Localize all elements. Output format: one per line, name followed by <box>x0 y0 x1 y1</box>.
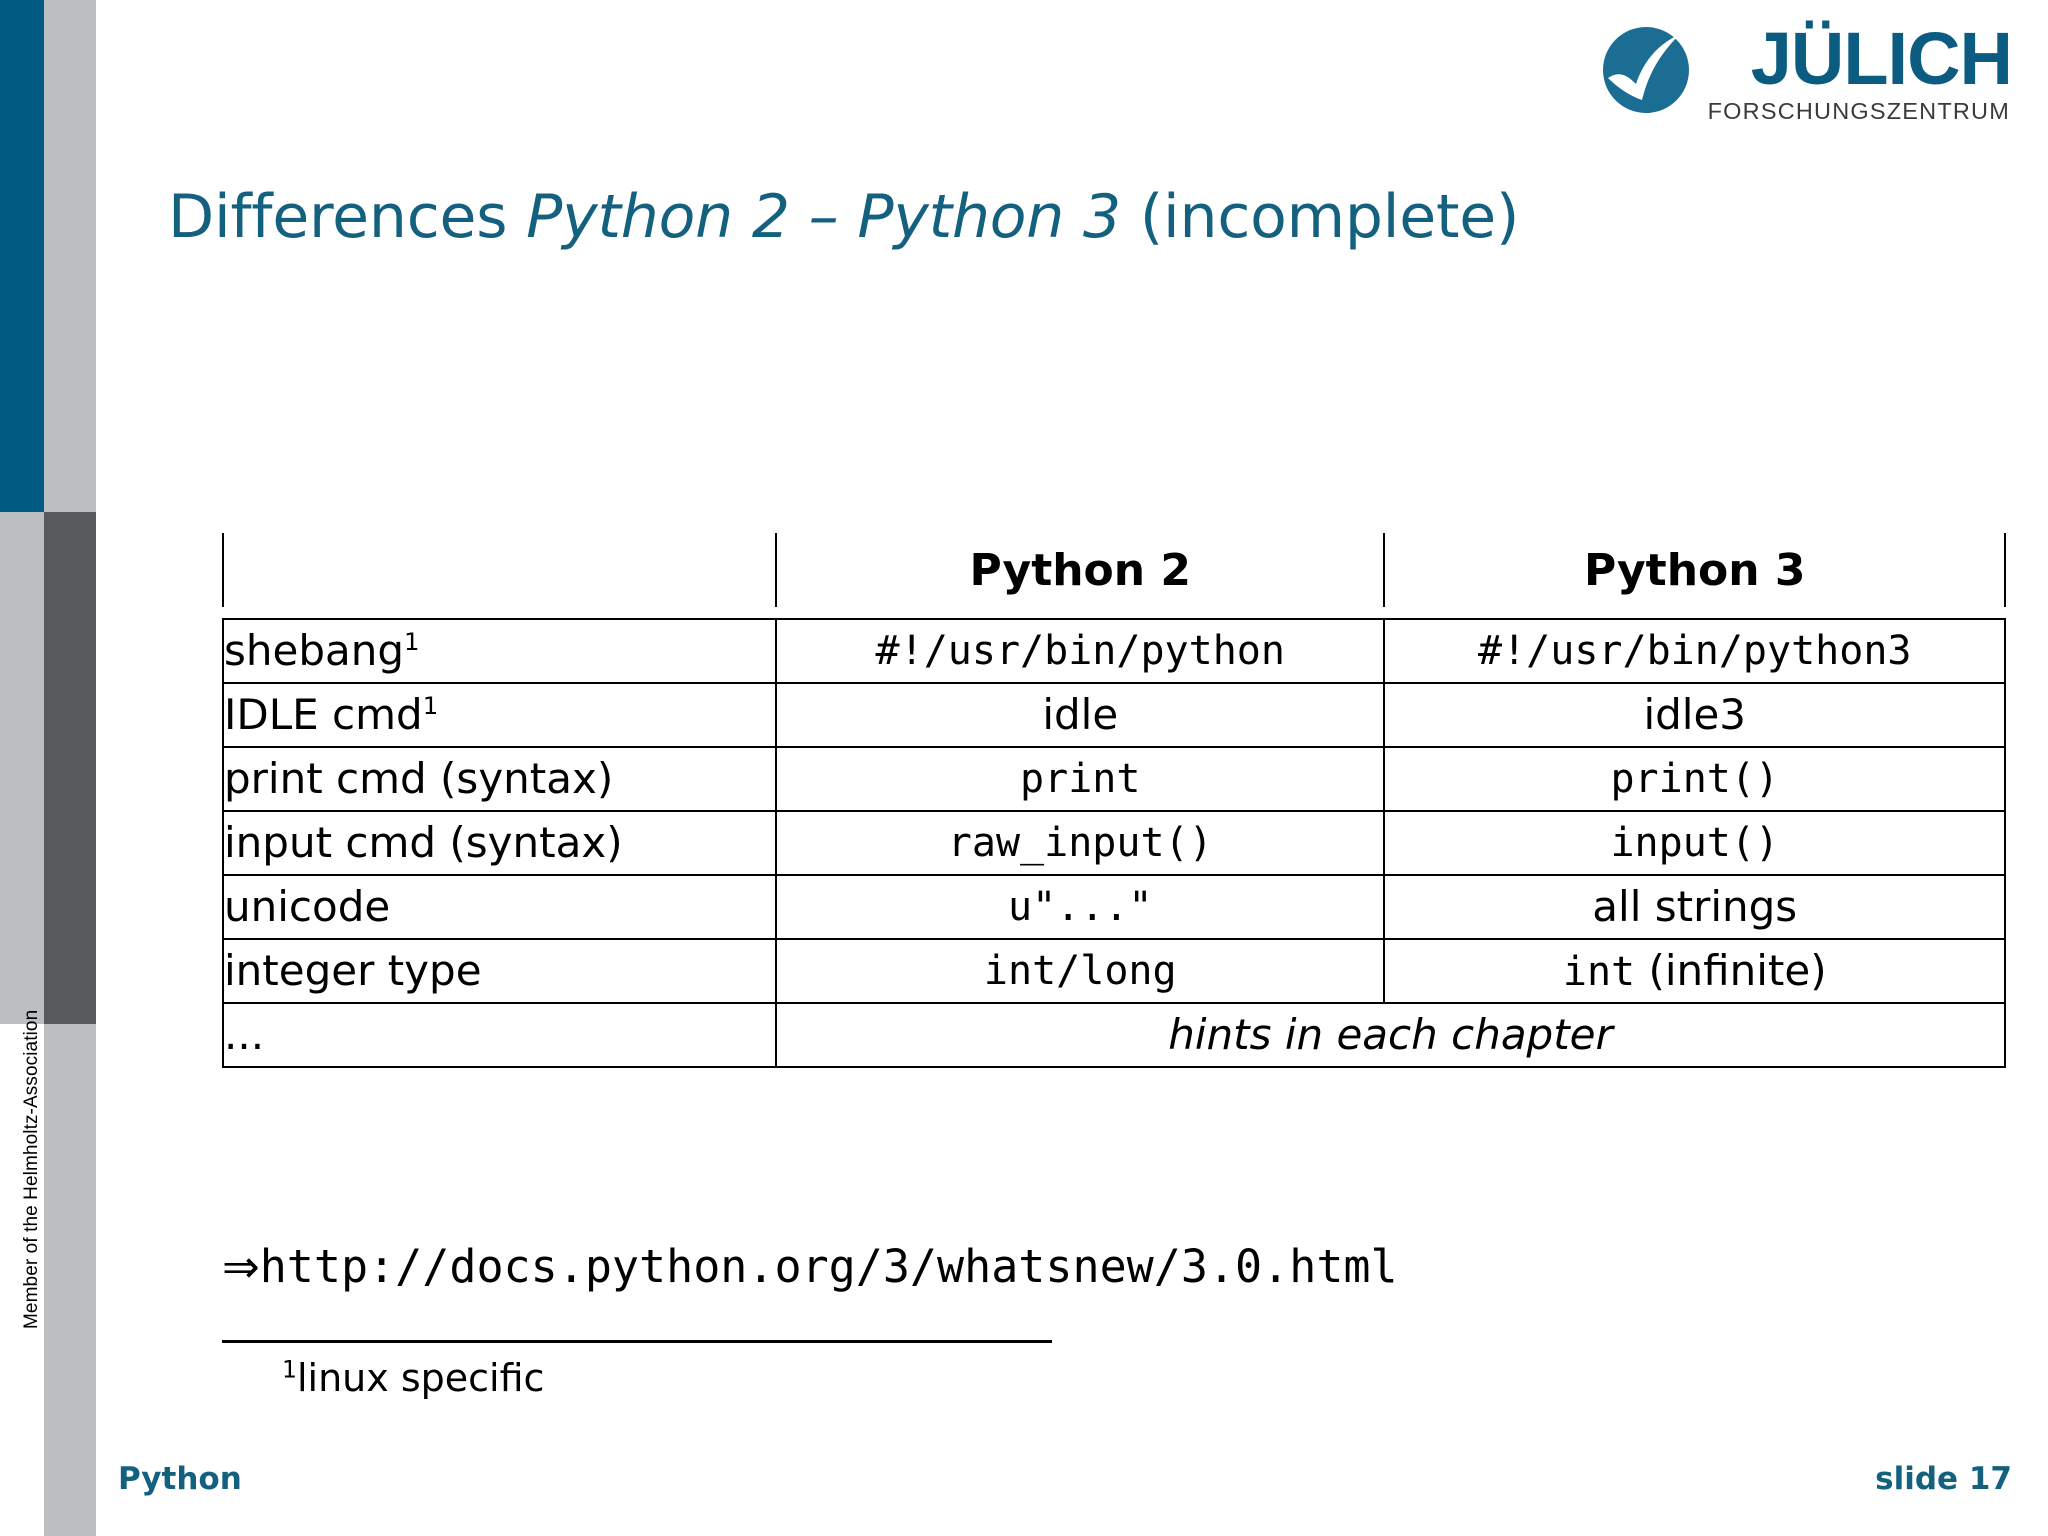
sidebar-darkgray-strip <box>44 512 96 1024</box>
forschungszentrum-subtitle: FORSCHUNGSZENTRUM <box>1707 98 2010 125</box>
row-py2-print-cmd: print <box>775 746 1386 812</box>
table-row: IDLE cmd1 idle idle3 <box>221 682 2006 748</box>
slide-title: Differences Python 2 – Python 3 (incompl… <box>168 182 1519 252</box>
header-cell-python3: Python 3 <box>1383 533 2006 607</box>
table-header-row: Python 2 Python 3 <box>221 533 2006 607</box>
title-prefix: Differences <box>168 182 527 252</box>
row-py2-unicode: u"..." <box>775 874 1386 940</box>
table-row: print cmd (syntax) print print() <box>221 746 2006 812</box>
sidebar-gray-strip-bottom <box>44 1024 96 1536</box>
julich-wordmark: JÜLICH <box>1750 17 2013 100</box>
footer-slide-number: slide 17 <box>1875 1461 2012 1497</box>
table-row-ellipsis: ... hints in each chapter <box>221 1002 2006 1068</box>
gap-cell-2 <box>776 607 1384 619</box>
label-text: IDLE cmd <box>224 689 423 739</box>
decorative-sidebar: Member of the Helmholtz-Association <box>0 0 96 1536</box>
reference-url-line: ⇒http://docs.python.org/3/whatsnew/3.0.h… <box>222 1240 1398 1293</box>
table-row: integer type int/long int (infinite) <box>221 938 2006 1004</box>
sidebar-gray-strip-top <box>44 0 96 512</box>
footnote-marker: 1 <box>422 690 439 720</box>
label-text: shebang <box>224 625 405 675</box>
row-py2-input-cmd: raw_input() <box>775 810 1386 876</box>
row-py3-idle-cmd: idle3 <box>1383 682 2006 748</box>
table-header-gap <box>223 607 2005 619</box>
header-cell-blank <box>221 533 778 607</box>
integer-type-mono-part: int <box>1562 948 1636 995</box>
julich-swoosh-icon <box>1602 26 1690 118</box>
row-label-input-cmd: input cmd (syntax) <box>221 810 778 876</box>
row-py3-input-cmd: input() <box>1383 810 2006 876</box>
footnote-marker: 1 <box>404 626 420 656</box>
julich-logo: JÜLICH FORSCHUNGSZENTRUM <box>1602 17 2013 125</box>
row-label-unicode: unicode <box>221 874 778 940</box>
table-row: input cmd (syntax) raw_input() input() <box>221 810 2006 876</box>
footnote-body: linux specific <box>296 1356 545 1400</box>
row-hints-in-each-chapter: hints in each chapter <box>775 1002 2006 1068</box>
row-label-shebang: shebang1 <box>221 618 778 684</box>
row-py3-integer-type: int (infinite) <box>1383 938 2006 1004</box>
footnote: 1linux specific <box>282 1356 544 1400</box>
footnote-divider <box>222 1340 1052 1343</box>
row-py3-print-cmd: print() <box>1383 746 2006 812</box>
sidebar-gray-block-mid <box>0 512 44 1024</box>
table-row: unicode u"..." all strings <box>221 874 2006 940</box>
julich-wordmark-group: JÜLICH FORSCHUNGSZENTRUM <box>1707 17 2013 125</box>
integer-type-serif-part: (infinite) <box>1635 945 1827 995</box>
row-label-ellipsis: ... <box>221 1002 778 1068</box>
title-suffix: (incomplete) <box>1120 182 1520 252</box>
row-py3-shebang: #!/usr/bin/python3 <box>1383 618 2006 684</box>
python2-python3-differences-table: Python 2 Python 3 shebang1 #!/usr/bin/py… <box>221 533 2006 1068</box>
table-row: shebang1 #!/usr/bin/python #!/usr/bin/py… <box>221 618 2006 684</box>
gap-cell-3 <box>1384 607 2005 619</box>
row-label-print-cmd: print cmd (syntax) <box>221 746 778 812</box>
header-cell-python2: Python 2 <box>775 533 1386 607</box>
row-py2-shebang: #!/usr/bin/python <box>775 618 1386 684</box>
reference-url[interactable]: http://docs.python.org/3/whatsnew/3.0.ht… <box>259 1240 1398 1293</box>
footer-deck-name: Python <box>118 1461 242 1497</box>
title-emphasis: Python 2 – Python 3 <box>526 182 1121 252</box>
row-py3-unicode: all strings <box>1383 874 2006 940</box>
gap-cell-1 <box>223 607 776 619</box>
row-label-integer-type: integer type <box>221 938 778 1004</box>
double-arrow-icon: ⇒ <box>222 1240 260 1293</box>
row-py2-idle-cmd: idle <box>775 682 1386 748</box>
footnote-marker: 1 <box>282 1355 297 1384</box>
helmholtz-association-label: Member of the Helmholtz-Association <box>21 1009 42 1329</box>
row-label-idle-cmd: IDLE cmd1 <box>221 682 778 748</box>
sidebar-teal-block <box>0 0 44 512</box>
row-py2-integer-type: int/long <box>775 938 1386 1004</box>
